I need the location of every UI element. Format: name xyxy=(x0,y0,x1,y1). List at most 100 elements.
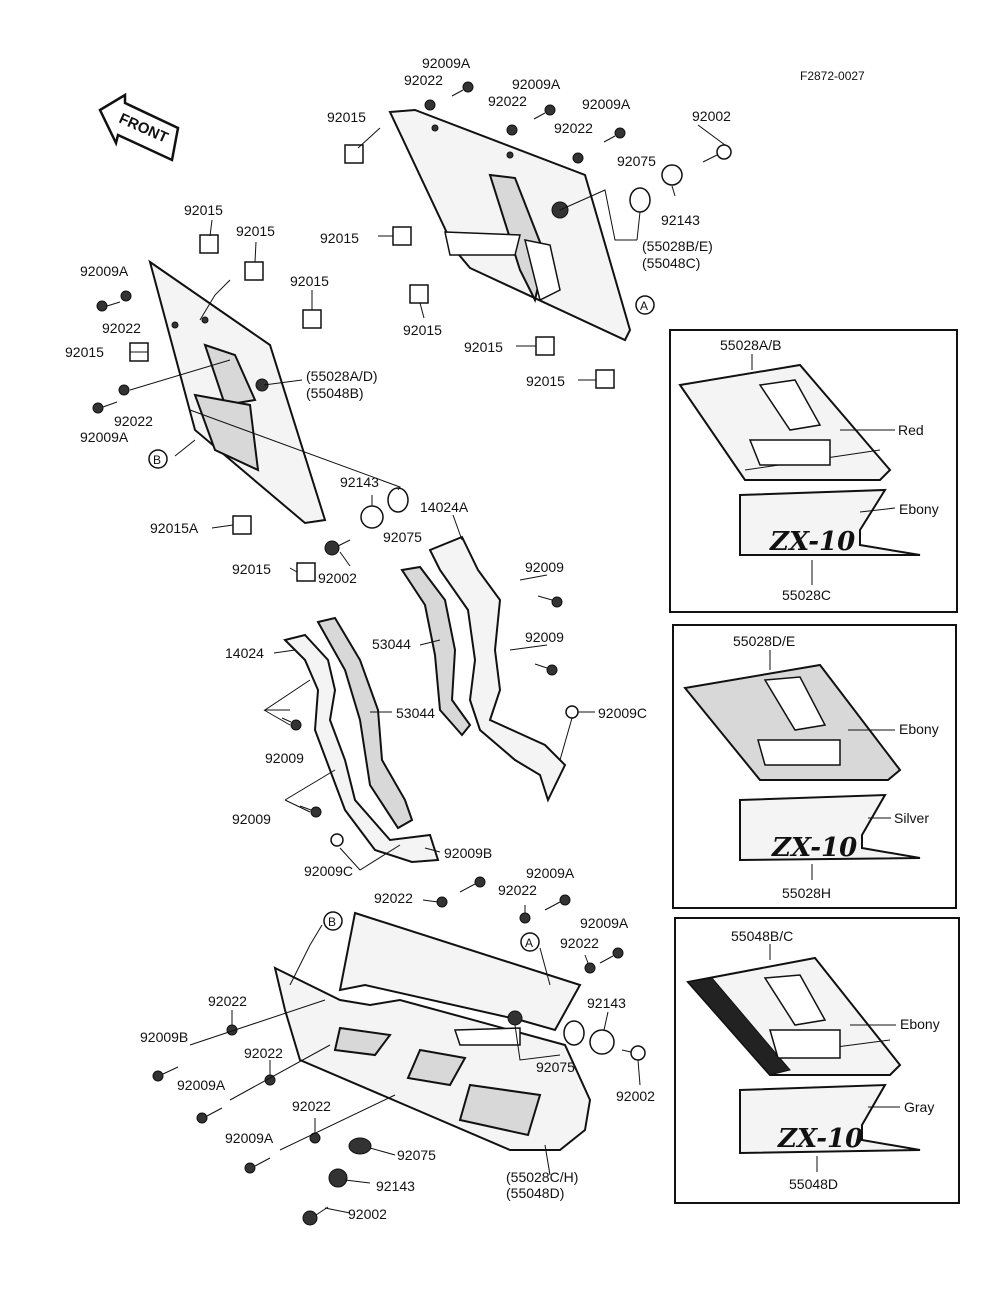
clip-icon xyxy=(392,226,412,246)
svg-text:55028A/B: 55028A/B xyxy=(720,337,782,353)
bolt-icon xyxy=(534,663,558,676)
washer-icon xyxy=(118,384,130,396)
part-labels: 92009A 92022 92009A 92022 92009A 92022 9… xyxy=(65,55,731,1222)
grommet-icon xyxy=(629,187,651,213)
callout-a-lower: A xyxy=(520,932,540,952)
bolt-icon xyxy=(537,595,563,608)
grommet-icon xyxy=(348,1137,372,1155)
svg-text:B: B xyxy=(153,453,161,467)
zx10-logo: ZX-10 xyxy=(769,527,855,557)
assembly-label: (55048C) xyxy=(642,255,700,271)
washer-icon xyxy=(436,896,448,908)
part-label: 92002 xyxy=(616,1088,655,1104)
part-label: 92015 xyxy=(403,322,442,338)
assembly-label: (55028B/E) xyxy=(642,238,713,254)
part-label: 92015 xyxy=(320,230,359,246)
part-label: 92002 xyxy=(348,1206,387,1222)
part-label: 53044 xyxy=(372,636,411,652)
clip-icon xyxy=(409,284,429,304)
callout-b-lower: B xyxy=(323,911,343,931)
part-label: 92022 xyxy=(374,890,413,906)
hardware-items xyxy=(92,81,732,1226)
bolt-icon xyxy=(96,300,121,312)
svg-text:Ebony: Ebony xyxy=(899,721,939,737)
svg-text:55048B/C: 55048B/C xyxy=(731,928,793,944)
svg-text:B: B xyxy=(328,915,336,929)
bolt-icon xyxy=(533,104,556,120)
leader-lines xyxy=(129,124,726,1214)
part-label: 92009 xyxy=(232,811,271,827)
bushing-icon xyxy=(661,164,683,186)
part-label: 92075 xyxy=(617,153,656,169)
assembly-label: (55048D) xyxy=(506,1185,564,1201)
part-label: 92022 xyxy=(208,993,247,1009)
callout-b-left: B xyxy=(148,449,168,469)
inner-bracket-14024a xyxy=(428,535,567,803)
clip-icon xyxy=(296,562,316,582)
part-label: 92022 xyxy=(244,1045,283,1061)
bolt-icon xyxy=(244,1157,271,1174)
zx10-logo: ZX-10 xyxy=(777,1124,863,1154)
part-label: 53044 xyxy=(396,705,435,721)
seal-strip-53044-left xyxy=(316,616,414,830)
assembly-label: (55028A/D) xyxy=(306,368,378,384)
zx10-logo: ZX-10 xyxy=(771,833,857,863)
clip-icon xyxy=(199,234,219,254)
assembly-label: (55048B) xyxy=(306,385,364,401)
bolt-icon xyxy=(324,539,351,556)
part-label: 92015A xyxy=(150,520,199,536)
lower-cowl-panel xyxy=(273,911,592,1151)
part-label: 92002 xyxy=(318,570,357,586)
part-label: 92022 xyxy=(560,935,599,951)
screw-icon xyxy=(565,705,579,719)
svg-text:Ebony: Ebony xyxy=(900,1016,940,1032)
svg-text:A: A xyxy=(640,299,648,313)
part-label: 92009A xyxy=(177,1077,226,1093)
svg-text:55048D: 55048D xyxy=(789,1176,838,1192)
part-label: 92075 xyxy=(397,1147,436,1163)
part-label: 92009A xyxy=(80,429,129,445)
part-label: 92022 xyxy=(292,1098,331,1114)
grommet-icon xyxy=(387,487,409,513)
clip-icon xyxy=(244,261,264,281)
washer-icon xyxy=(424,99,436,111)
part-label: 92009A xyxy=(80,263,129,279)
part-label: 92015 xyxy=(65,344,104,360)
part-label: 92143 xyxy=(340,474,379,490)
bolt-icon xyxy=(702,144,732,163)
bushing-icon xyxy=(360,505,384,529)
part-label: 92075 xyxy=(383,529,422,545)
bolt-icon xyxy=(599,947,624,964)
bolt-icon xyxy=(281,717,302,731)
bolt-icon xyxy=(544,894,571,911)
svg-text:Red: Red xyxy=(898,422,924,438)
part-label: 92022 xyxy=(114,413,153,429)
svg-text:Silver: Silver xyxy=(894,810,929,826)
part-label: 92022 xyxy=(488,93,527,109)
svg-text:55028D/E: 55028D/E xyxy=(733,633,795,649)
seal-strip-53044-right xyxy=(400,565,472,737)
part-label: 92009 xyxy=(525,629,564,645)
front-arrow-icon: FRONT xyxy=(98,92,180,162)
svg-text:A: A xyxy=(525,936,533,950)
part-label: 92015 xyxy=(236,223,275,239)
washer-icon xyxy=(519,912,531,924)
clip-icon xyxy=(595,369,615,389)
part-label: 92009A xyxy=(225,1130,274,1146)
part-label: 92015 xyxy=(526,373,565,389)
part-label: 92015 xyxy=(290,273,329,289)
part-label: 92009B xyxy=(140,1029,188,1045)
part-label: 92022 xyxy=(102,320,141,336)
grommet-icon xyxy=(563,1020,585,1046)
part-label: 92002 xyxy=(692,108,731,124)
part-label: 92075 xyxy=(536,1059,575,1075)
upper-left-cowl-panel xyxy=(148,259,327,525)
part-label: 92009A xyxy=(526,865,575,881)
bolt-icon xyxy=(621,1045,646,1061)
svg-text:55028H: 55028H xyxy=(782,885,831,901)
svg-text:Ebony: Ebony xyxy=(899,501,939,517)
washer-icon xyxy=(506,124,518,136)
part-label: 92009A xyxy=(512,76,561,92)
bushing-icon xyxy=(328,1168,348,1188)
